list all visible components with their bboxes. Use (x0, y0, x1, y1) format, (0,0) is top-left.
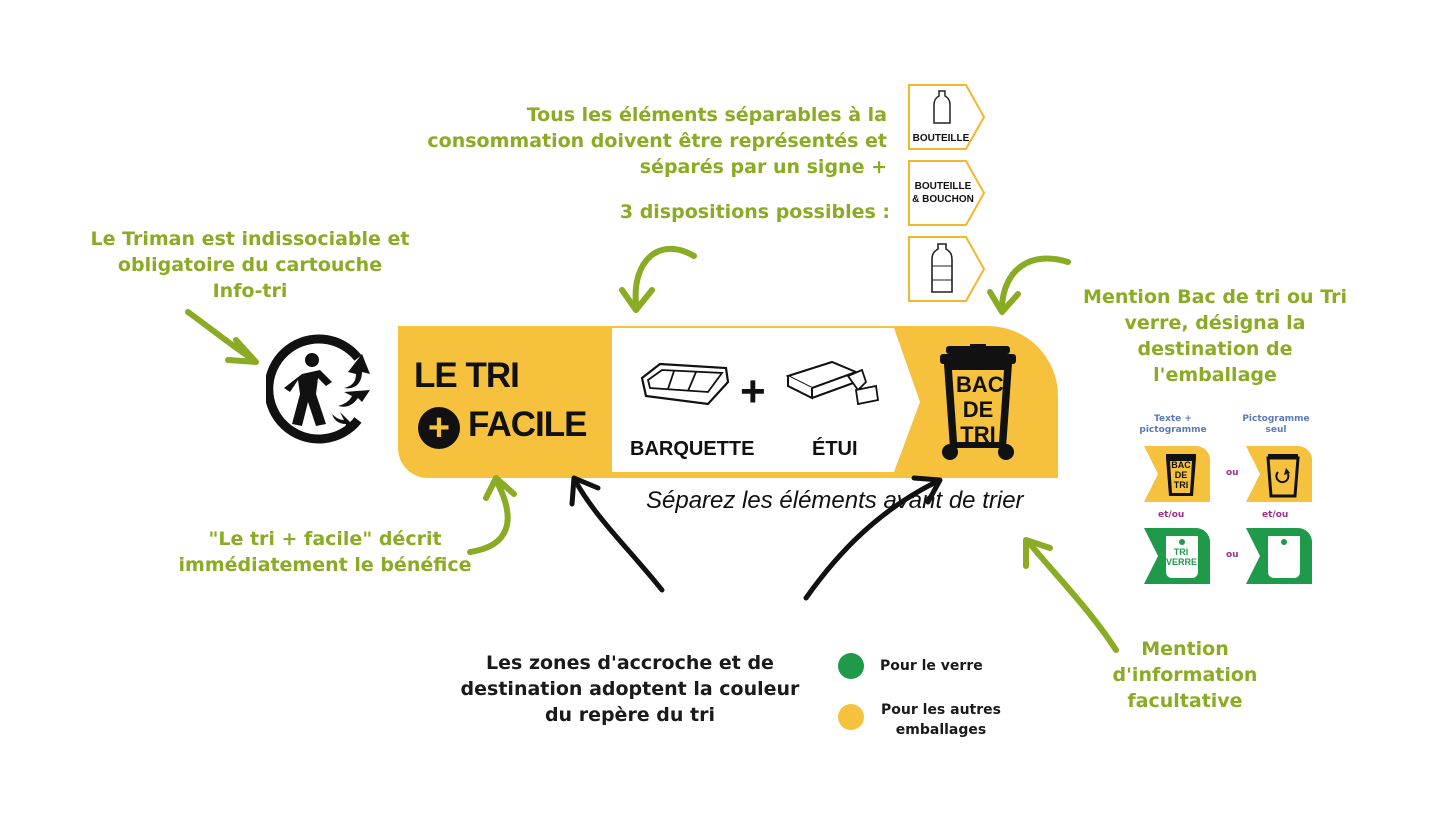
note-mention-bac: Mention Bac de tri ou Tri verre, désigna… (1083, 286, 1347, 386)
variant-verre-picto (1246, 528, 1312, 584)
variant-etou-1: et/ou (1158, 510, 1185, 520)
note-separable-elements: Tous les éléments séparables à la consom… (427, 104, 887, 178)
info-tri-cartouche (398, 326, 1058, 478)
variant-tri-verre-label: TRI VERRE (1166, 547, 1198, 567)
tag-shape (908, 84, 986, 150)
variant-texte-picto-heading: Texte + pictogramme (1139, 414, 1207, 435)
note-zones-couleur: Les zones d'accroche et de destination a… (460, 652, 800, 726)
legend-autres-dot (838, 704, 864, 730)
tray-icon (640, 362, 730, 406)
recycling-bin-icon (940, 344, 1016, 460)
note-triman: Le Triman est indissociable et obligatoi… (90, 228, 410, 302)
tag-shape (908, 236, 986, 302)
variant-bac-texte (1144, 446, 1210, 502)
variant-picto-seul-heading: Pictogramme seul (1242, 414, 1310, 435)
item-etui-label: ÉTUI (812, 438, 858, 460)
variant-ou-1: ou (1226, 468, 1239, 478)
tag-bouteille-bouchon-label: BOUTEILLE & BOUCHON (912, 181, 974, 205)
tag-bouteille-bouchon: BOUTEILLE & BOUCHON (908, 160, 986, 226)
le-tri-label: LE TRI (414, 356, 520, 395)
note-mention-information: Mention d'information facultative (1112, 638, 1258, 712)
plus-sign: + (740, 367, 766, 416)
arrow-bac-icon (987, 255, 1071, 315)
tag-bouteille: BOUTEILLE (908, 84, 986, 150)
arrow-mention-info-icon (1023, 537, 1119, 653)
plus-circle-icon: + (418, 407, 460, 449)
variant-tri-verre (1144, 528, 1210, 584)
variant-ou-2: ou (1226, 550, 1239, 560)
item-barquette-label: BARQUETTE (630, 438, 755, 460)
legend-verre-dot (838, 653, 864, 679)
legend-verre-label: Pour le verre (880, 658, 983, 674)
box-icon (786, 360, 880, 406)
bottle-icon (931, 243, 953, 293)
note-dispositions: 3 dispositions possibles : (619, 201, 890, 223)
tag-bouteille-label: BOUTEILLE (912, 133, 970, 144)
variant-bac-picto (1246, 446, 1312, 502)
tag-shape (908, 160, 986, 226)
bottle-icon (933, 90, 951, 124)
legend-autres-label: Pour les autres emballages (881, 702, 1001, 738)
bac-de-tri-label: BAC DE TRI (956, 372, 1004, 447)
variant-etou-2: et/ou (1262, 510, 1289, 520)
triman-icon (266, 334, 370, 444)
separez-label: Séparez les éléments avant de trier (646, 487, 1024, 514)
tag-bouteille-icon-only (908, 236, 986, 302)
variant-bac-texte-label: BAC DE TRI (1171, 460, 1191, 490)
facile-label: FACILE (468, 405, 587, 444)
arrow-elements-icon (619, 245, 697, 313)
note-le-tri-facile: "Le tri + facile" décrit immédiatement l… (178, 528, 472, 576)
arrow-triman-icon (185, 309, 259, 365)
